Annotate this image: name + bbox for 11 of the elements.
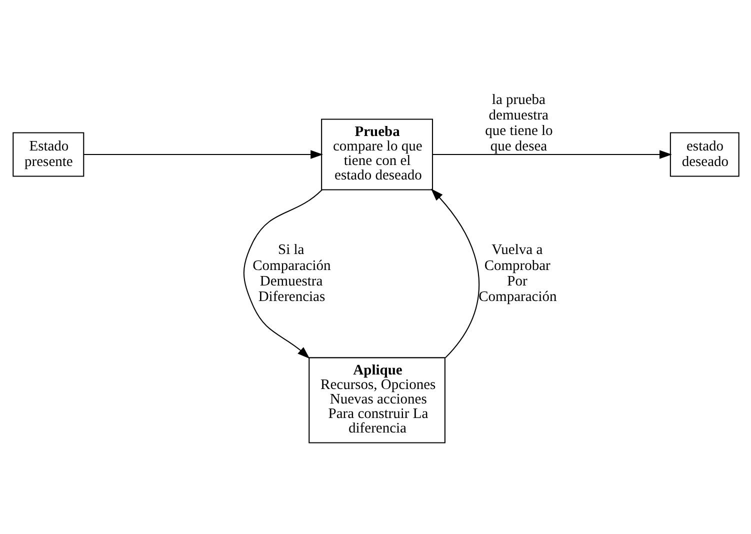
node-box: Prueba compare lo que tiene con el estado deseado <box>320 118 433 190</box>
arrow <box>242 188 322 358</box>
node-box: Aplique Recursos, Opciones Nuevas acciones Para construir La diferencia <box>308 356 445 443</box>
node-box: Estado presente <box>12 132 84 176</box>
edge-label: la prueba demuestra que tiene lo que desea <box>484 91 552 154</box>
arrow <box>432 150 672 158</box>
edge-label: Si la Comparación Demuestra Diferencias <box>252 242 330 304</box>
node-box: estado deseado <box>669 132 739 176</box>
arrow <box>83 150 323 158</box>
arrow <box>430 188 479 358</box>
edge-label: Vuelva a Comprobar Por Comparación <box>478 242 556 304</box>
